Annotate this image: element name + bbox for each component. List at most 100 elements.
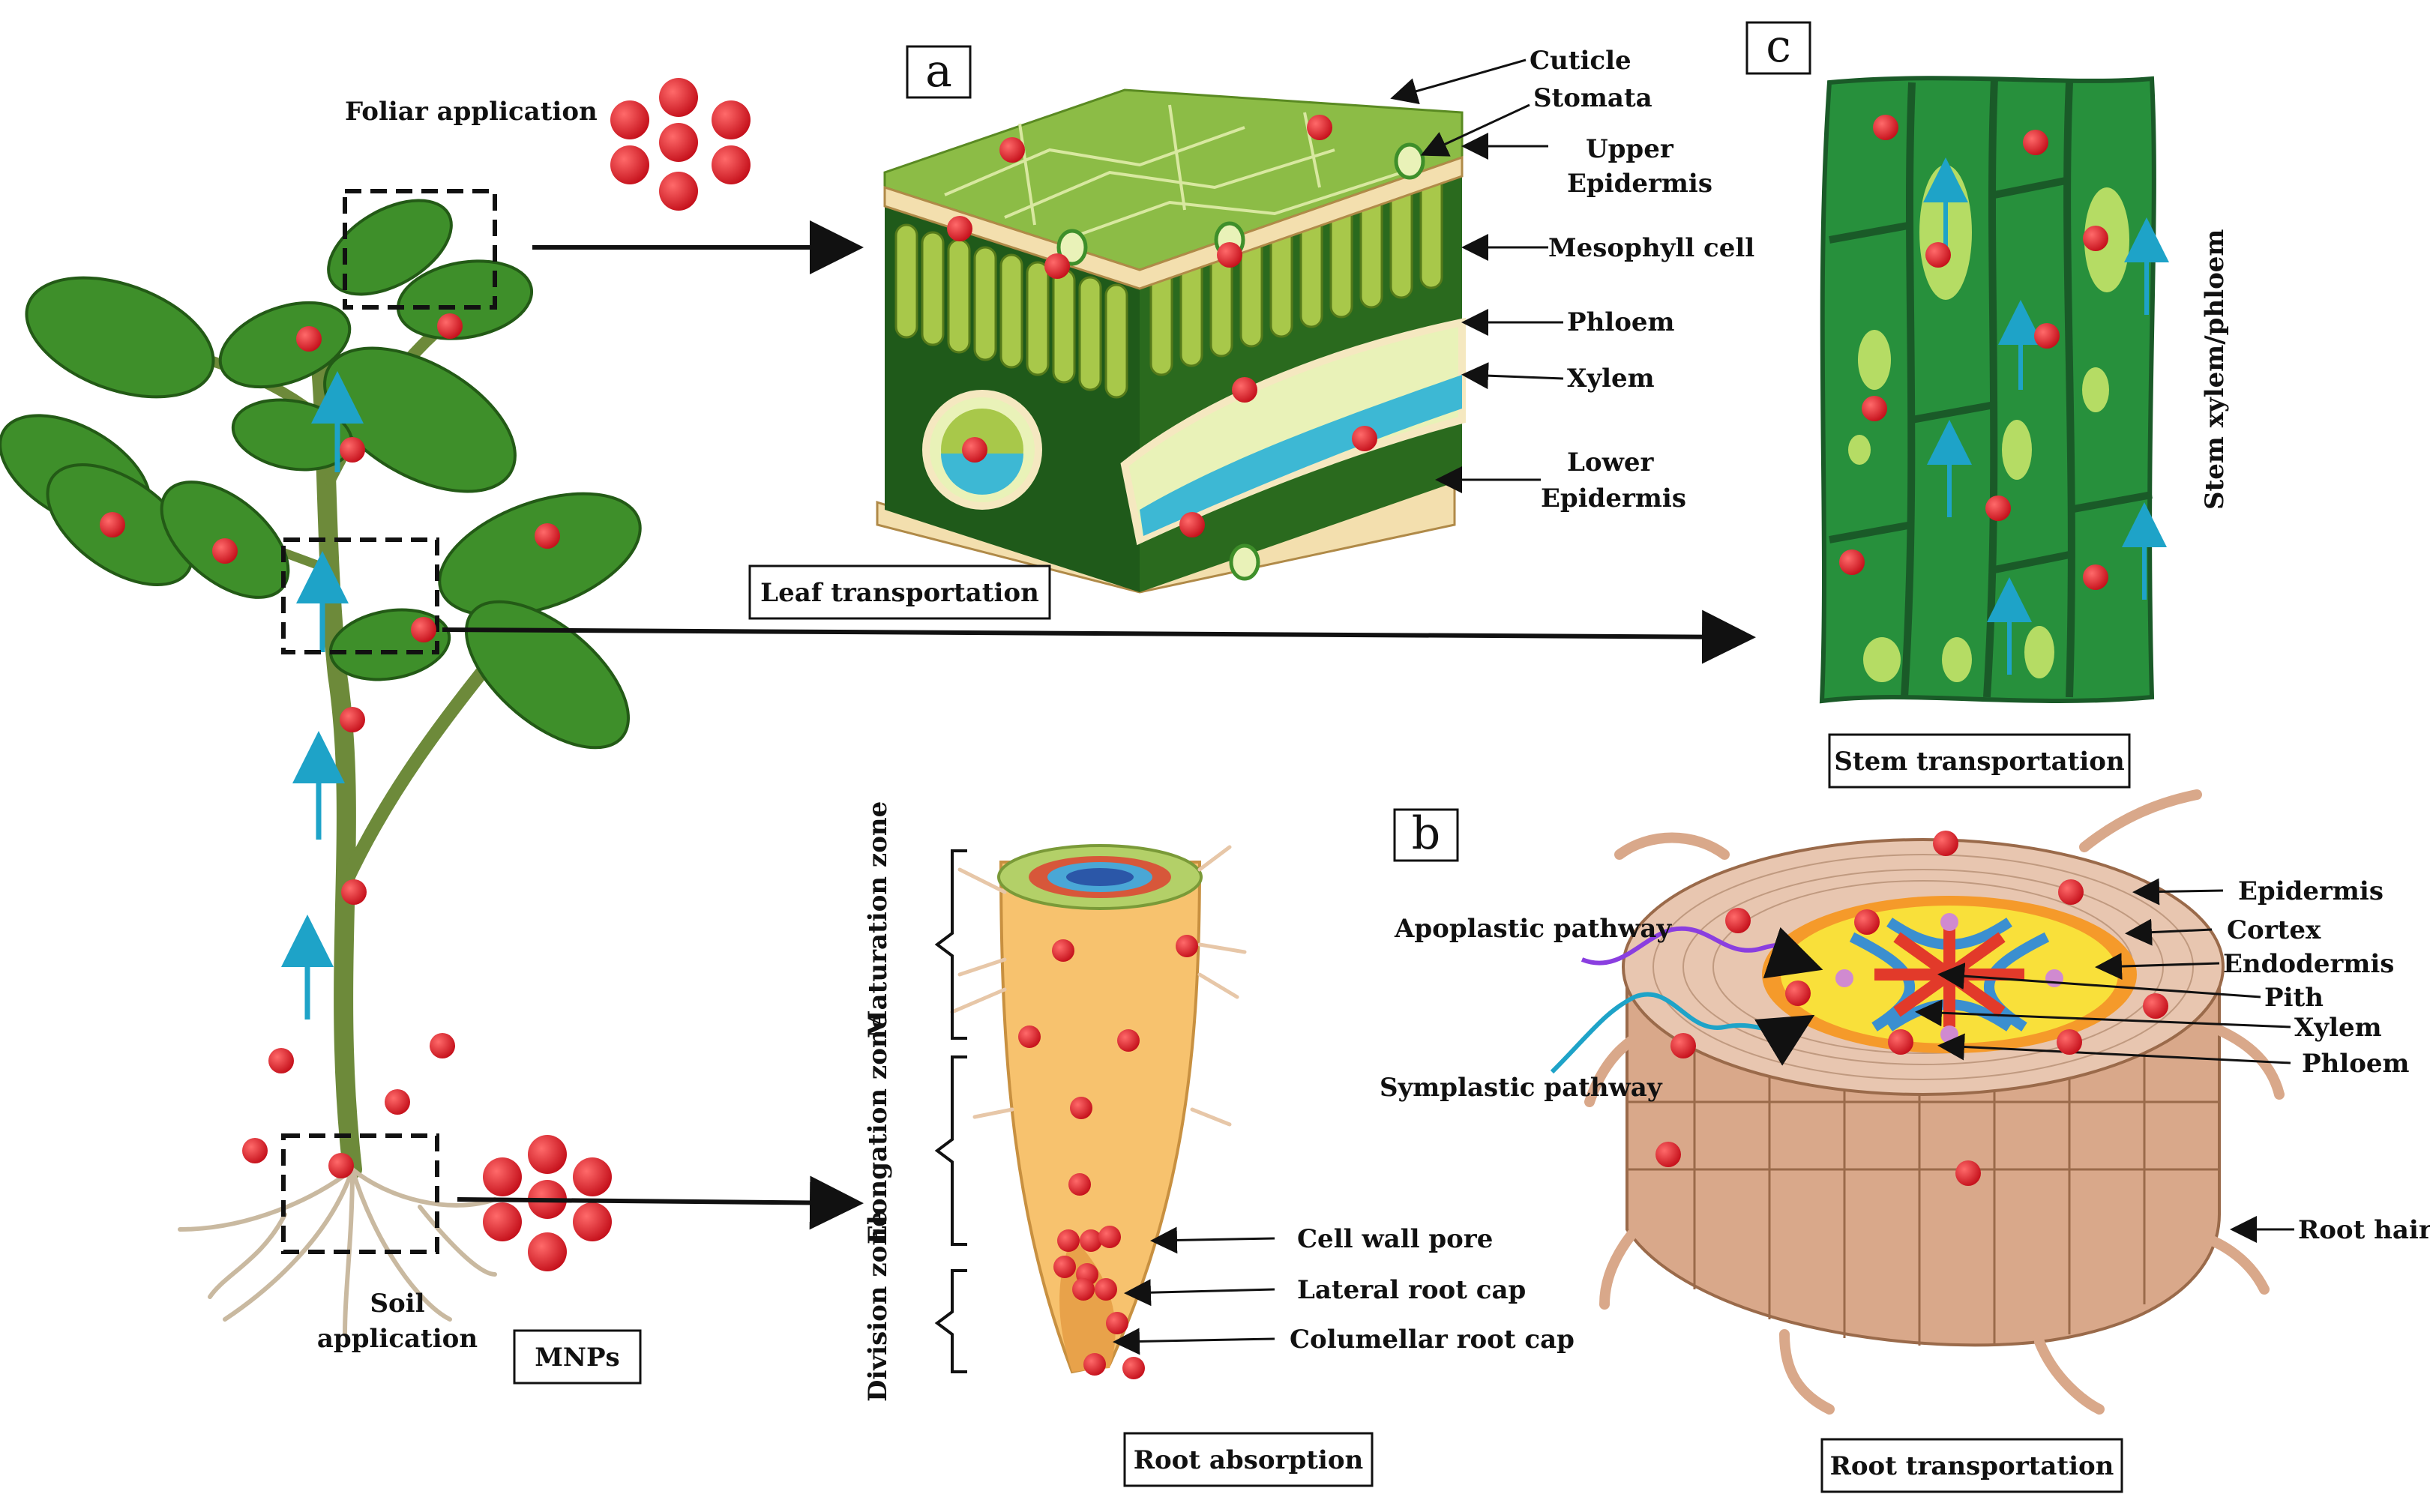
brace-division <box>934 1269 967 1373</box>
arrow-to-stem <box>442 609 1756 664</box>
leaf <box>218 301 352 389</box>
mnp-particle <box>328 1153 354 1178</box>
epidermis-label-lower: Epidermis <box>1541 484 1686 513</box>
mnp-particle <box>1655 1142 1681 1167</box>
mnp-particle <box>999 137 1025 163</box>
mnp-particle <box>712 100 751 139</box>
mnp-particle <box>610 100 649 139</box>
mnp-particle <box>659 78 698 117</box>
pointer-lateral-root-cap <box>1124 1279 1275 1307</box>
mnp-particle <box>2058 879 2084 905</box>
mnp-particle <box>483 1157 522 1196</box>
root <box>418 1205 497 1277</box>
mnp-particle <box>1052 939 1074 962</box>
mnp-particle <box>1873 115 1898 140</box>
root <box>178 1167 355 1232</box>
mnp-particle <box>1985 496 2011 521</box>
stem-caption-box <box>1828 733 2131 789</box>
soil-label: Soil <box>370 1289 424 1319</box>
mnp-particle <box>212 538 238 564</box>
endodermis-label: Endodermis <box>2223 949 2394 979</box>
pointer-columellar-root-cap <box>1113 1328 1275 1355</box>
mnp-particle <box>1095 1278 1117 1301</box>
mnp-particle <box>341 879 367 905</box>
mnp-particle <box>573 1202 612 1241</box>
panel-c-box <box>1745 21 1811 75</box>
diagram-particles <box>947 115 2168 1379</box>
stem-transportation-caption: Stem transportation <box>1834 747 2124 777</box>
panel-c-letter: c <box>1766 20 1791 73</box>
cuticle-label: Cuticle <box>1530 46 1631 76</box>
mnp-particle <box>962 437 987 463</box>
pointer-endodermis <box>2095 953 2220 981</box>
pointer-epidermis-root <box>2132 878 2224 906</box>
pointer-stomata <box>1420 103 1530 157</box>
mnp-particle <box>242 1138 268 1163</box>
leaf <box>25 276 215 399</box>
mnp-particle <box>659 123 698 162</box>
mnp-particle <box>535 523 560 549</box>
mnp-particle <box>1098 1226 1121 1248</box>
mesophyll-label: Mesophyll cell <box>1548 233 1754 263</box>
panel-b-box <box>1393 808 1459 862</box>
root-hair-label: Root hair <box>2298 1215 2430 1245</box>
mnp-particle <box>1070 1097 1092 1119</box>
mnp-particle <box>712 145 751 184</box>
maturation-zone-label: Maturation zone <box>863 801 893 1038</box>
mnp-particle <box>1083 1353 1106 1376</box>
lower-label: Lower <box>1567 448 1654 478</box>
root-absorption-caption: Root absorption <box>1134 1445 1363 1475</box>
division-zone-label: Division zone <box>863 1211 893 1402</box>
mnp-particle <box>1176 935 1198 957</box>
mnp-particle <box>340 437 365 463</box>
phloem-label-leaf: Phloem <box>1567 307 1675 337</box>
mnp-particle <box>100 512 125 537</box>
mnp-particle <box>1839 549 1865 575</box>
pointer-xylem <box>1461 362 1564 390</box>
mnp-particle <box>1053 1256 1076 1278</box>
mnp-particle <box>1955 1160 1981 1186</box>
dashed-box-stem <box>281 537 439 654</box>
mnp-particle <box>528 1135 567 1174</box>
pointer-cortex <box>2125 918 2213 946</box>
leaf-caption-box <box>748 564 1051 620</box>
cell-wall-pore-label: Cell wall pore <box>1297 1224 1493 1254</box>
leaf <box>327 199 453 296</box>
mnp-particle <box>1232 377 1257 403</box>
leaf <box>465 600 630 750</box>
mnp-particle <box>947 216 972 241</box>
mnp-particle <box>268 1048 294 1073</box>
symplastic-path <box>1550 992 1815 1074</box>
root <box>343 1167 355 1337</box>
root-absorption-box <box>1123 1432 1374 1487</box>
mnp-particle <box>2083 226 2108 251</box>
mnp-particle <box>1057 1229 1080 1252</box>
mnp-particle <box>1307 115 1332 140</box>
mnp-particle <box>528 1232 567 1271</box>
mnp-particle <box>1352 426 1377 451</box>
mnp-particle <box>1068 1173 1091 1196</box>
mnp-particle <box>610 145 649 184</box>
mnp-particle <box>1044 253 1070 279</box>
epidermis-label-upper: Epidermis <box>1567 169 1712 199</box>
panel-b-letter: b <box>1412 807 1440 860</box>
apoplastic-label: Apoplastic pathway <box>1394 914 1672 944</box>
pointer-xylem-root <box>1915 999 2291 1028</box>
lateral-root-cap-label: Lateral root cap <box>1297 1275 1526 1305</box>
elongation-zone-label: Elongation zone <box>863 1013 893 1244</box>
xylem-label-leaf: Xylem <box>1567 364 1655 394</box>
mnp-particle <box>1106 1312 1128 1334</box>
leaf <box>323 346 517 493</box>
mnp-particle <box>385 1089 410 1115</box>
root <box>223 1167 355 1322</box>
leaf-transportation-caption: Leaf transportation <box>760 578 1039 608</box>
panel-a-letter: a <box>925 45 952 97</box>
mnp-particle <box>340 707 365 732</box>
pointer-pith <box>1937 963 2261 999</box>
mnp-particle <box>1117 1029 1140 1052</box>
brace-elongation <box>934 1055 967 1246</box>
leaf-cross-section <box>876 88 1466 594</box>
mnp-particle <box>1925 242 1951 268</box>
mnps-box <box>513 1329 642 1385</box>
